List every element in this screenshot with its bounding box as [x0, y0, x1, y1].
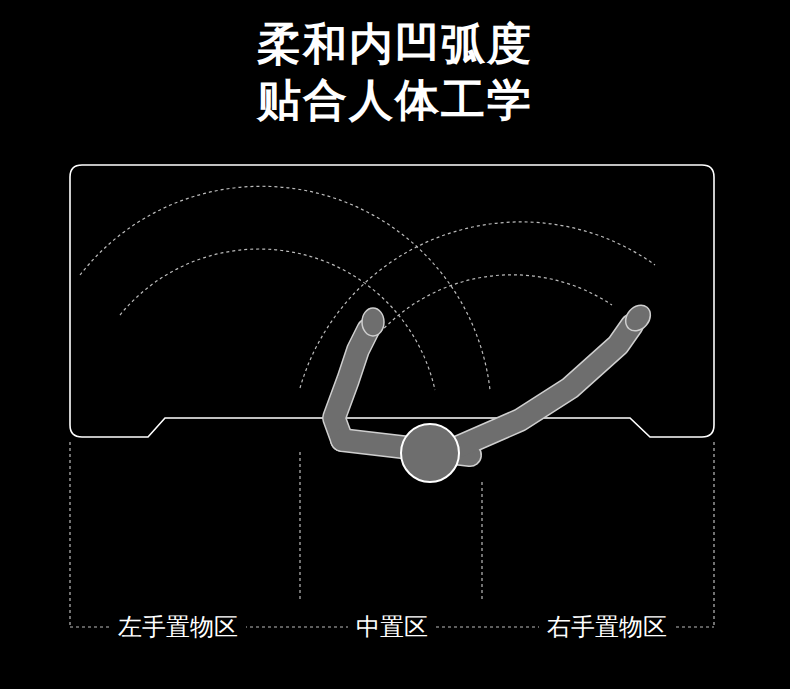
page-title: 柔和内凹弧度 贴合人体工学 — [245, 16, 545, 128]
zone-label: 右手置物区 — [539, 612, 675, 642]
reach-arc — [120, 249, 435, 390]
desk-outline — [70, 165, 714, 437]
zone-label: 中置区 — [348, 612, 436, 642]
reach-arc — [80, 186, 490, 390]
zone-label: 左手置物区 — [110, 612, 246, 642]
person-figure — [334, 300, 655, 482]
zone-brackets — [70, 442, 714, 627]
